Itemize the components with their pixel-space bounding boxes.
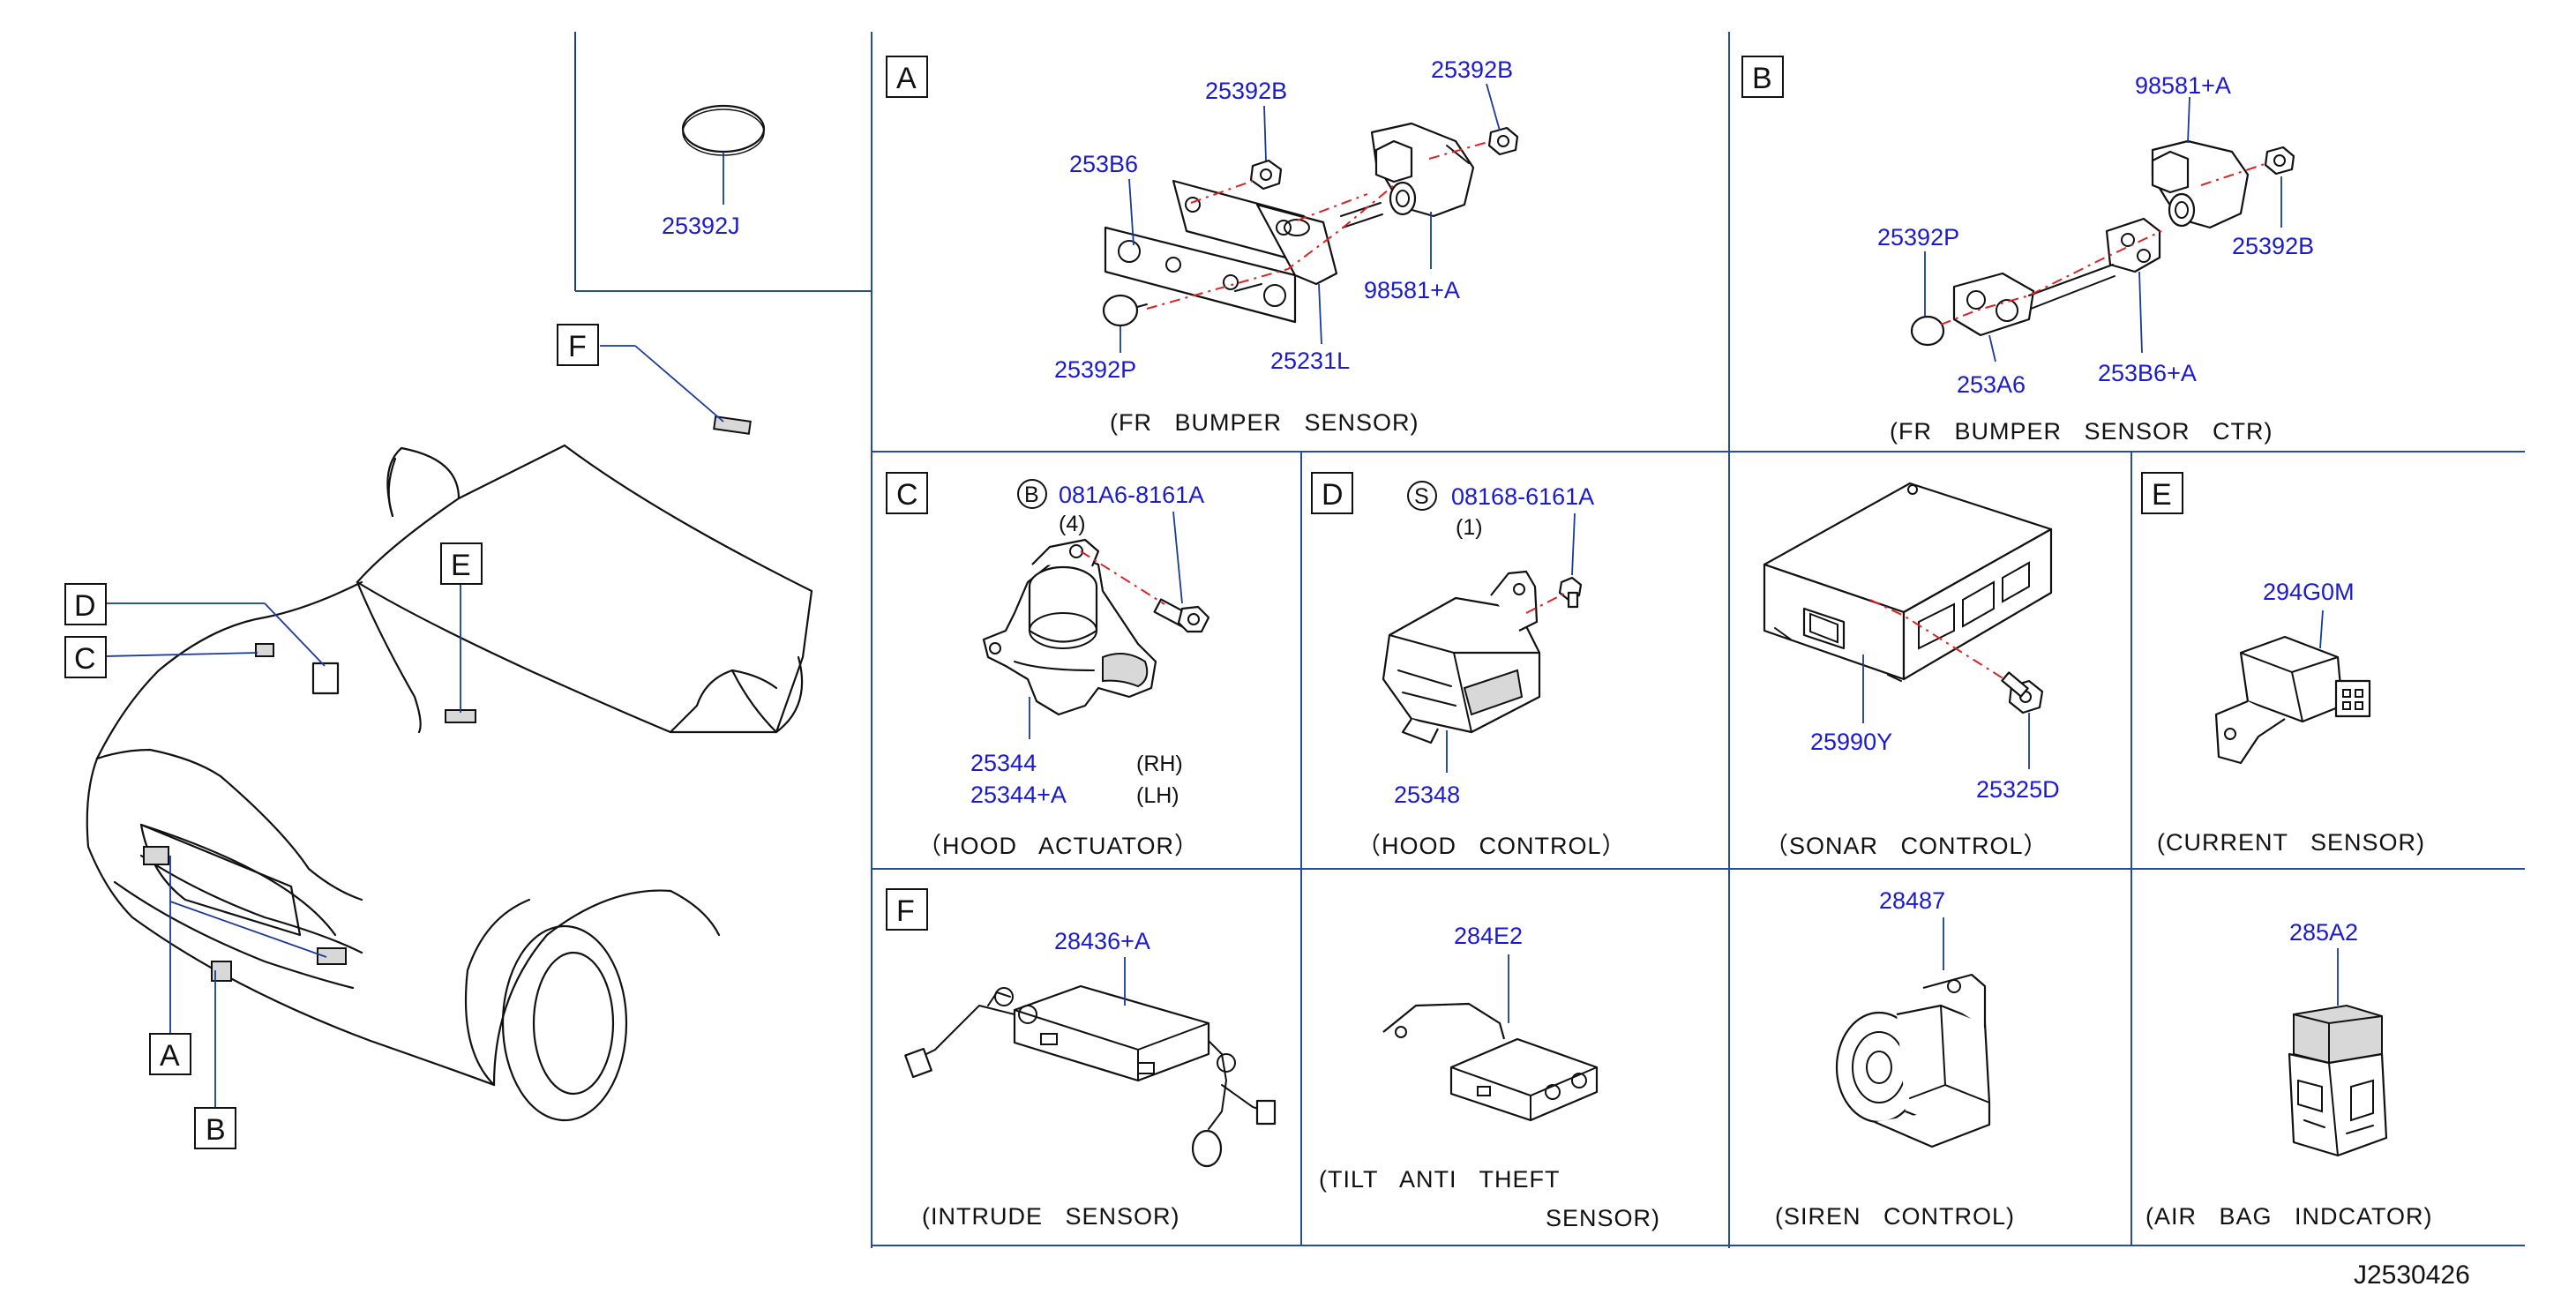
panel-A-caption: (FR BUMPER SENSOR)	[1110, 409, 1419, 436]
part-A-98581A: 98581+A	[1364, 277, 1460, 303]
panel-siren: 28487 (SIREN CONTROL)	[1775, 887, 2015, 1230]
part-28487: 28487	[1879, 887, 1945, 914]
part-B-253B6A: 253B6+A	[2098, 360, 2197, 386]
panel-airbag-caption: (AIR BAG INDCATOR)	[2145, 1203, 2433, 1230]
callout-A: A	[160, 1039, 180, 1073]
siren-unit	[1835, 973, 1991, 1148]
panel-F-letter: F	[896, 894, 915, 928]
car-part-B	[211, 961, 232, 982]
panel-siren-caption: (SIREN CONTROL)	[1775, 1203, 2015, 1230]
panel-F: F 28436+A (INTRUDE SENSOR)	[886, 888, 1277, 1230]
part-A-253B6: 253B6	[1069, 151, 1138, 177]
clip-25392P	[1102, 294, 1148, 327]
nut-25392B	[2264, 146, 2295, 176]
car-part-A-left	[143, 846, 169, 865]
panel-C-rh: (RH)	[1136, 752, 1183, 776]
panel-C-bolt-code: B	[1024, 482, 1039, 507]
panel-D-bolt-code: S	[1414, 484, 1429, 509]
nut-25392B-right	[1487, 126, 1519, 156]
hood-actuator	[982, 538, 1157, 716]
callout-E: E	[451, 549, 471, 582]
part-294G0M: 294G0M	[2263, 579, 2355, 605]
panel-B: B 98581+A 25392P	[1741, 56, 2314, 445]
part-25344: 25344	[970, 750, 1037, 776]
panel-B-letter: B	[1752, 62, 1772, 95]
car-part-A-right	[317, 947, 347, 965]
nut-25392B-left	[1249, 159, 1283, 191]
panel-A-letter: A	[896, 62, 917, 95]
intrude-sensor	[904, 984, 1277, 1168]
part-25325D: 25325D	[1976, 776, 2060, 803]
part-B-25392P: 25392P	[1877, 224, 1959, 251]
panel-D-caption: （HOOD CONTROL）	[1357, 833, 1627, 859]
car-callouts: D C E F A B	[64, 324, 599, 1149]
tilt-anti-theft-sensor	[1382, 1002, 1599, 1122]
part-B-25392B: 25392B	[2232, 233, 2314, 259]
panel-tilt-caption-2: SENSOR)	[1546, 1205, 1660, 1231]
panel-C-caption: （HOOD ACTUATOR）	[917, 833, 1199, 859]
panel-grid	[574, 32, 2525, 1248]
car-part-C	[255, 643, 274, 657]
panel-airbag: 285A2 (AIR BAG INDCATOR)	[2145, 919, 2433, 1230]
panel-E-letter: E	[2152, 478, 2172, 512]
panel-E: E 294G0M (CURRENT SENSOR)	[2141, 472, 2425, 856]
panel-C-letter: C	[896, 478, 918, 512]
panel-tilt: 284E2 (TILT ANTI THEFT SENSOR)	[1319, 923, 1660, 1231]
sonar-control-unit	[1763, 482, 2053, 682]
part-25348: 25348	[1394, 782, 1460, 808]
callout-B: B	[206, 1113, 226, 1147]
bolt-081A6-8161A: 081A6-8161A	[1059, 482, 1204, 508]
panel-E-caption: (CURRENT SENSOR)	[2157, 829, 2425, 856]
panel-sonar: 25990Y 25325D （SONAR CONTROL）	[1763, 482, 2060, 859]
hood-control-unit	[1382, 570, 1541, 744]
panel-C-lh: (LH)	[1136, 783, 1179, 808]
part-B-98581A: 98581+A	[2135, 72, 2231, 99]
current-sensor	[2214, 635, 2371, 765]
part-A-25392B-1: 25392B	[1205, 78, 1287, 104]
panel-tilt-caption-1: (TILT ANTI THEFT	[1319, 1166, 1561, 1193]
part-285A2: 285A2	[2289, 919, 2358, 946]
panel-D-letter: D	[1322, 478, 1344, 512]
callout-C: C	[74, 642, 96, 676]
bumper-sensor	[1370, 122, 1475, 218]
panel-C: C B 081A6-8161A (4) 25344 25344+A (RH) (…	[886, 472, 1210, 859]
part-A-25392B-2: 25392B	[1431, 56, 1513, 83]
panel-top: 25392J	[662, 104, 766, 239]
callout-F: F	[568, 330, 587, 363]
bolt-D	[1558, 576, 1583, 609]
bolt-08168-6161A: 08168-6161A	[1451, 483, 1594, 510]
panel-A: A	[886, 56, 1519, 436]
airbag-indicator	[2288, 1004, 2388, 1157]
diagram-id: J2530426	[2354, 1260, 2470, 1290]
bolt-25325D	[2001, 671, 2044, 714]
plate-253A6	[1952, 264, 2115, 337]
part-25392J: 25392J	[662, 213, 740, 239]
bumper-sensor-ctr	[2151, 139, 2250, 229]
bolt-C	[1153, 598, 1210, 633]
clip-25392P	[1910, 315, 1945, 347]
part-28436A: 28436+A	[1054, 928, 1150, 954]
panel-B-caption: (FR BUMPER SENSOR CTR)	[1890, 418, 2273, 445]
part-25344A: 25344+A	[970, 782, 1067, 808]
bumper-sensor-bracket	[1104, 179, 1383, 324]
panel-D-bolt-qty: (1)	[1456, 515, 1483, 540]
part-A-25392P: 25392P	[1054, 356, 1136, 383]
part-A-25231L: 25231L	[1270, 348, 1350, 374]
part-B-253A6: 253A6	[1957, 371, 2026, 398]
callout-D: D	[74, 589, 96, 623]
car-part-D	[311, 662, 340, 695]
part-284E2: 284E2	[1454, 923, 1523, 949]
panel-F-caption: (INTRUDE SENSOR)	[922, 1203, 1180, 1230]
panel-C-bolt-qty: (4)	[1059, 512, 1086, 536]
panel-D: D S 08168-6161A (1) 25348 （HOOD CONTROL）	[1311, 472, 1627, 859]
part-25990Y: 25990Y	[1810, 729, 1892, 755]
panel-sonar-caption: （SONAR CONTROL）	[1764, 833, 2048, 859]
car-illustration	[86, 32, 813, 1122]
